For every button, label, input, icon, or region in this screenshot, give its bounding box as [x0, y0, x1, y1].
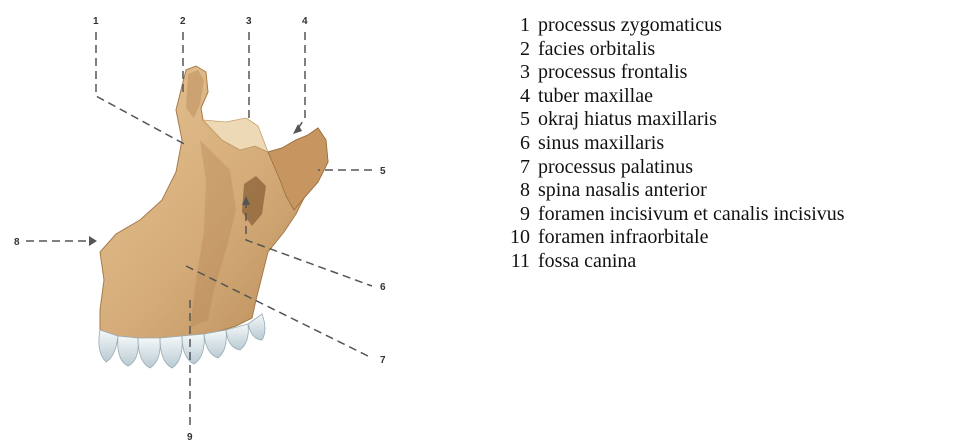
legend-number: 3: [500, 61, 538, 85]
legend-number: 6: [500, 132, 538, 156]
legend-number: 2: [500, 38, 538, 62]
callout-2: 2: [180, 16, 186, 27]
legend-number: 11: [500, 250, 538, 274]
callout-6: 6: [380, 282, 386, 293]
callout-4: 4: [302, 16, 308, 27]
legend-number: 9: [500, 203, 538, 227]
legend-label: okraj hiatus maxillaris: [538, 108, 717, 132]
legend-label: tuber maxillae: [538, 85, 653, 109]
legend-label: processus palatinus: [538, 156, 693, 180]
legend-number: 5: [500, 108, 538, 132]
leader-line-4: [297, 32, 305, 130]
legend-number: 8: [500, 179, 538, 203]
callout-8: 8: [14, 237, 20, 248]
legend-number: 4: [500, 85, 538, 109]
legend-number: 10: [500, 226, 538, 250]
legend-label: fossa canina: [538, 250, 636, 274]
legend-number: 7: [500, 156, 538, 180]
arrowhead-8: [89, 236, 97, 246]
legend-label: facies orbitalis: [538, 38, 655, 62]
leader-line-1: [96, 32, 188, 146]
legend-number: 1: [500, 14, 538, 38]
legend-label: sinus maxillaris: [538, 132, 664, 156]
maxilla-drawing: 1 2 3 4 5 6 7 8 9: [0, 0, 460, 444]
callout-1: 1: [93, 16, 99, 27]
callout-5: 5: [380, 166, 386, 177]
callout-9: 9: [187, 432, 193, 443]
legend-label: spina nasalis anterior: [538, 179, 707, 203]
maxilla-illustration: 1 2 3 4 5 6 7 8 9: [0, 0, 460, 444]
callout-7: 7: [380, 355, 386, 366]
legend-label: processus frontalis: [538, 61, 687, 85]
legend-label: foramen incisivum et canalis incisivus: [538, 203, 845, 227]
legend-label: foramen infraorbitale: [538, 226, 708, 250]
legend-label: processus zygomaticus: [538, 14, 722, 38]
callout-3: 3: [246, 16, 252, 27]
